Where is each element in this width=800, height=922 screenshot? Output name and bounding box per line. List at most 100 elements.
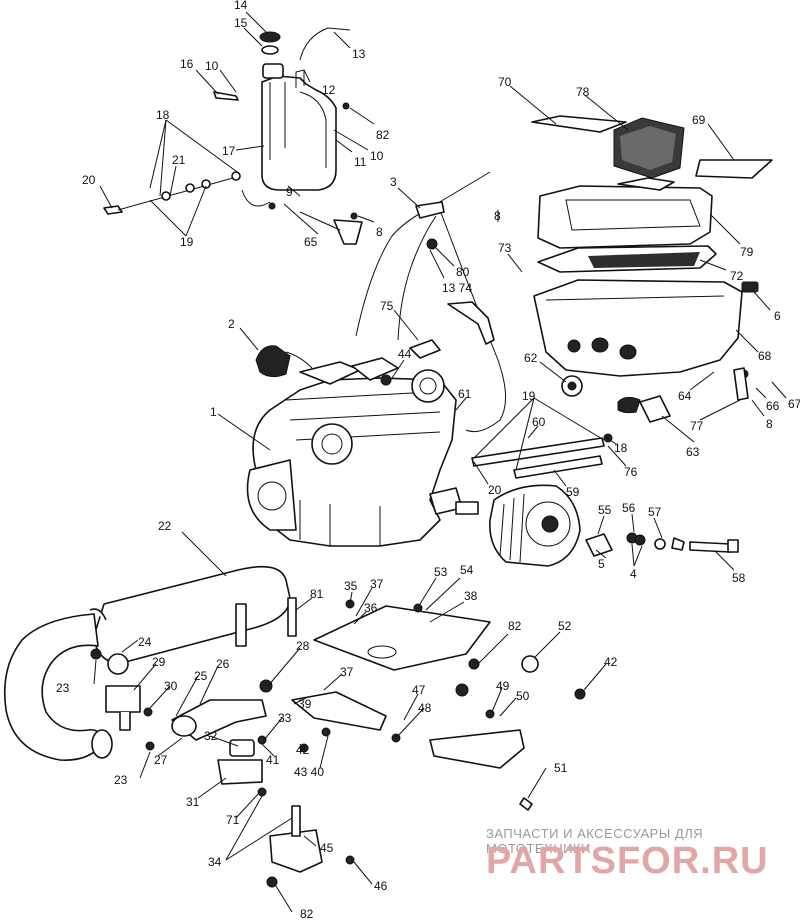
callout: 29 [152,655,166,669]
callout: 6 [774,309,781,323]
callout: 65 [304,235,318,249]
callout: 43 40 [294,765,324,779]
callout: 51 [554,761,568,775]
callout: 61 [458,387,472,401]
callout: 5 [598,557,605,571]
callout: 20 [488,483,502,497]
callout: 10 [370,149,384,163]
callout: 32 [204,729,218,743]
callout: 75 [380,299,394,313]
callout: 35 [344,579,358,593]
watermark-logo: PARTSFOR.RU [486,840,769,882]
callout: 68 [758,349,772,363]
callout: 82 [300,907,314,921]
callout: 78 [576,85,590,99]
callout: 13 [352,47,366,61]
callout: 13 74 [442,281,472,295]
callout: 18 [614,441,628,455]
callout: 33 [278,711,292,725]
throttle-cable [355,171,506,433]
callout: 27 [154,753,168,767]
callout: 15 [234,16,248,30]
callout: 37 [370,577,384,591]
callout: 8 [766,417,773,431]
callout: 66 [766,399,780,413]
oil-tank [241,27,351,207]
exhaust-manifold [105,685,267,785]
airbox-lid [537,177,713,249]
callout: 59 [566,485,580,499]
callout: 2 [228,317,235,331]
callout: 49 [496,679,510,693]
recoil-starter [489,484,581,567]
callout: 36 [364,601,378,615]
callout: 63 [686,445,700,459]
callout: 22 [158,519,172,533]
callout: 3 [390,175,397,189]
callout: 64 [678,389,692,403]
callout: 47 [412,683,426,697]
leader-lines [93,11,787,913]
engine [246,357,479,547]
callout: 82 [376,128,390,142]
callout: 23 [56,681,70,695]
tank-hardware [103,91,363,245]
gasket-69 [695,159,773,179]
gasket-70 [531,115,627,133]
callout: 23 [114,773,128,787]
callout: 72 [730,269,744,283]
callout: 58 [732,571,746,585]
callout: 56 [622,501,636,515]
callout: 21 [172,153,186,167]
callout: 80 [456,265,470,279]
airbox-base [533,279,759,377]
callout: 25 [194,669,208,683]
callout: 52 [558,619,572,633]
drive-hardware [585,532,739,557]
callout: 57 [648,505,662,519]
callout: 46 [374,879,388,893]
hoses [471,369,749,479]
callout: 17 [222,144,236,158]
callout: 1 [210,405,217,419]
callout: 44 [398,347,412,361]
callout: 9 [286,185,293,199]
callout-numbers: 14 15 13 16 10 12 18 82 17 21 10 20 11 3… [56,0,800,921]
callout: 37 [340,665,354,679]
callout: 55 [598,503,612,517]
callout: 45 [320,841,334,855]
callout: 62 [524,351,538,365]
callout: 73 [498,241,512,255]
callout: 19 [522,389,536,403]
callout: 20 [82,173,96,187]
callout: 69 [692,113,706,127]
callout: 28 [296,639,310,653]
callout: 54 [460,563,474,577]
callout: 81 [310,587,324,601]
callout: 48 [418,701,432,715]
callout: 12 [322,83,336,97]
foam-pad [613,117,685,179]
callout: 16 [180,57,194,71]
callout: 11 [354,155,367,169]
callout: 82 [508,619,522,633]
bracket [409,301,749,401]
callout: 42 [296,743,310,757]
callout: 77 [690,419,704,433]
callout: 41 [266,753,280,767]
callout: 79 [740,245,754,259]
callout: 39 [298,697,312,711]
callout: 67 [788,397,800,411]
callout: 38 [464,589,478,603]
callout: 14 [234,0,248,12]
callout: 8 [376,225,383,239]
callout: 34 [208,855,222,869]
callout: 50 [516,689,530,703]
callout: 10 [205,59,219,73]
callout: 71 [226,813,240,827]
watermark-caption: ЗАПЧАСТИ И АКСЕССУАРЫ ДЛЯ МОТОТЕХНИКИ [486,826,704,856]
callout: 42 [604,655,618,669]
muffler [3,565,291,761]
callout: 4 [630,567,637,581]
